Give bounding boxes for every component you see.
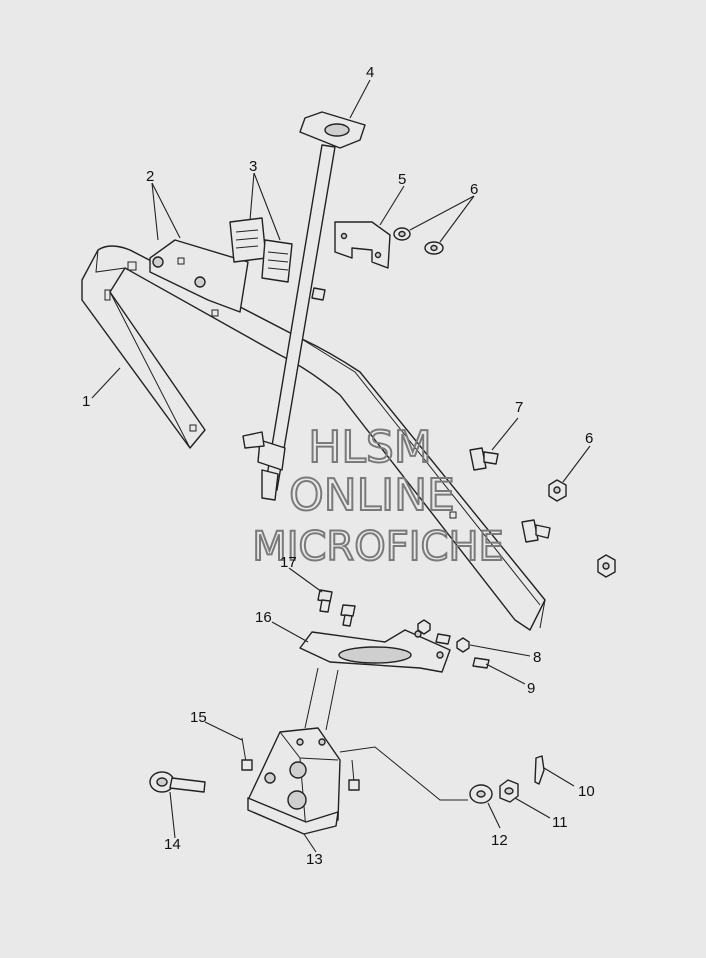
nut-right-b — [597, 554, 616, 578]
callout-8: 8 — [533, 649, 541, 666]
small-nut-b — [456, 637, 470, 653]
mounting-plate — [299, 629, 451, 673]
callout-6-upper: 6 — [470, 181, 478, 198]
steering-post — [242, 111, 366, 501]
watermark-line1: HLSM — [308, 422, 432, 473]
callout-10: 10 — [578, 783, 595, 800]
nut-right-a — [548, 479, 567, 502]
screw-15-left — [241, 737, 253, 771]
callout-1: 1 — [82, 393, 90, 410]
callout-13: 13 — [306, 851, 323, 868]
callout-16: 16 — [255, 609, 272, 626]
callout-12: 12 — [491, 832, 508, 849]
bolt-lower — [521, 519, 551, 543]
callout-14: 14 — [164, 836, 181, 853]
bolt-17-b — [340, 604, 356, 627]
callout-9: 9 — [527, 680, 535, 697]
callout-15: 15 — [190, 709, 207, 726]
mount-bracket — [334, 221, 391, 269]
callout-5: 5 — [398, 171, 406, 188]
callout-17: 17 — [280, 554, 297, 571]
callout-6-right: 6 — [585, 430, 593, 447]
bolt-17-a — [317, 589, 333, 613]
callout-3: 3 — [249, 158, 257, 175]
watermark: HLSM ONLINE MICROFICHE — [251, 421, 505, 571]
callout-7: 7 — [515, 399, 523, 416]
callout-11: 11 — [552, 814, 568, 831]
castle-nut — [499, 779, 519, 803]
small-bolt-a — [435, 633, 451, 645]
callout-4: 4 — [366, 64, 374, 81]
callout-labels: 1 2 3 4 5 6 6 7 8 9 10 11 12 13 14 15 16… — [82, 64, 595, 868]
steering-support-housing — [247, 727, 341, 835]
panel-bracket — [149, 239, 249, 313]
nut-upper-a — [393, 227, 411, 241]
callout-2: 2 — [146, 168, 154, 185]
washer — [469, 784, 493, 804]
leader-lines — [91, 79, 591, 853]
small-bolt-b — [472, 657, 490, 669]
eye-bolt — [149, 771, 206, 793]
nut-upper-b — [424, 241, 444, 255]
watermark-line2: ONLINE — [289, 470, 455, 521]
watermark-line3: MICROFICHE — [252, 524, 504, 570]
cotter-pin — [534, 755, 545, 785]
screw-15-right — [348, 759, 360, 791]
spring-clips — [229, 217, 293, 283]
small-nut-a — [417, 619, 431, 635]
bolt-upper — [469, 447, 499, 471]
